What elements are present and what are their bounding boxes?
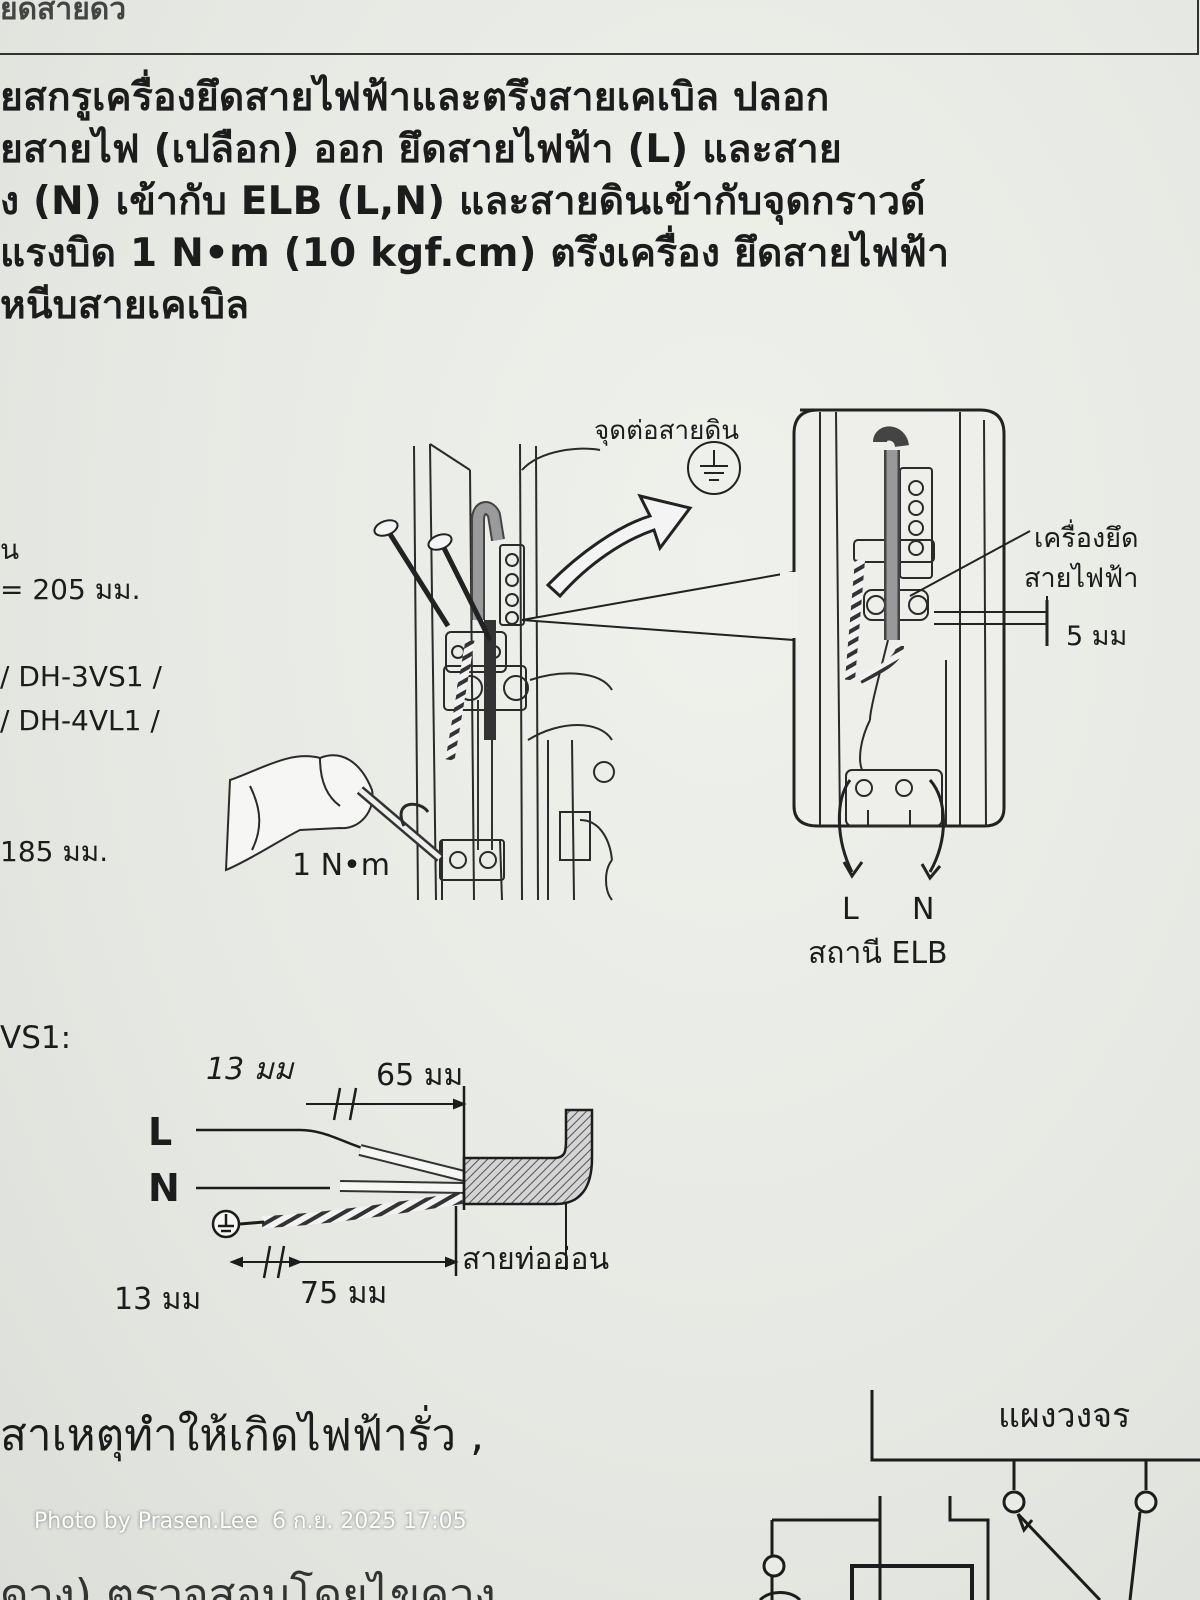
ground-symbol-icon (687, 441, 741, 495)
flexible-conduit (462, 1108, 594, 1206)
elb-station-label: สถานี ELB (808, 936, 948, 971)
bottom-heading: สาเหตุทำให้เกิดไฟฟ้ารั่ว , (0, 1410, 485, 1461)
circuit-panel-drawing (758, 1390, 1200, 1600)
zoom-detail-drawing (819, 411, 987, 827)
photo-credit: Photo by Prasen.Lee 6 ก.ย. 2025 17:05 (34, 1503, 481, 1538)
circuit-panel-label: แผงวงจร (998, 1396, 1131, 1436)
wire-l-label: L (148, 1110, 173, 1154)
torque-label: 1 N•m (292, 848, 390, 883)
terminal-n-label: N (912, 892, 935, 927)
cable-dimensions (229, 1086, 567, 1279)
rotation-arrows-icon (837, 778, 945, 881)
unit-panel-drawing (413, 443, 615, 901)
strip-bottom-label: 13 มม (114, 1282, 202, 1317)
photo-timestamp: 6 ก.ย. 2025 17:05 (272, 1509, 467, 1534)
side-model-1: / DH-3VS1 / (0, 660, 162, 693)
clamp-label-line-2: สายไฟฟ้า (1024, 563, 1139, 594)
photo-author: Photo by Prasen.Lee (34, 1509, 259, 1534)
side-model-3: VS1: (0, 1020, 72, 1056)
side-length-1: = 205 มม. (0, 573, 141, 606)
side-fragment: น (0, 533, 20, 566)
earth-point-label: จุดต่อสายดิน (594, 416, 739, 446)
header-box (0, 0, 1199, 55)
instruction-line: หนีบสายเคเบิล (0, 283, 250, 328)
gap-dimension (934, 596, 1049, 646)
strip-top-label: 13 มม (206, 1052, 294, 1087)
instruction-line: ง (N) เข้ากับ ELB (L,N) และสายดินเข้ากับ… (0, 179, 926, 224)
length-bottom-label: 75 มม (300, 1276, 388, 1311)
length-top-label: 65 มม (376, 1058, 464, 1093)
instruction-line: ยสกรูเครื่องยึดสายไฟฟ้าและตรึงสายเคเบิล … (0, 75, 830, 120)
clamp-label-line-1: เครื่องยึด (1034, 523, 1139, 554)
wire-n-label: N (148, 1166, 180, 1210)
gap-label: 5 มม (1066, 621, 1128, 652)
hand-screwdriver-icon (224, 754, 444, 872)
side-model-2: / DH-4VL1 / (0, 704, 160, 737)
instruction-paragraph: ยสกรูเครื่องยึดสายไฟฟ้าและตรึงสายเคเบิล … (0, 72, 1200, 332)
clamp-leader-line (909, 530, 1031, 597)
screw-icon (373, 519, 493, 642)
arrow-icon (545, 493, 693, 599)
instruction-line: แรงบิด 1 N•m (10 kgf.cm) ตรึงเครื่อง ยึด… (0, 231, 950, 276)
cable-strip-diagram (196, 1128, 466, 1239)
instruction-line: ยสายไฟ (เปลือก) ออก ยึดสายไฟฟ้า (L) และส… (0, 127, 842, 172)
header-title: ยดสายดว (0, 0, 127, 27)
side-length-2: 185 มม. (0, 835, 109, 868)
bottom-cut-line: ดวง) ตรวจสอบโดยไขควง (0, 1570, 496, 1600)
conduit-label: สายท่ออ่อน (462, 1242, 610, 1277)
terminal-l-label: L (842, 892, 859, 927)
